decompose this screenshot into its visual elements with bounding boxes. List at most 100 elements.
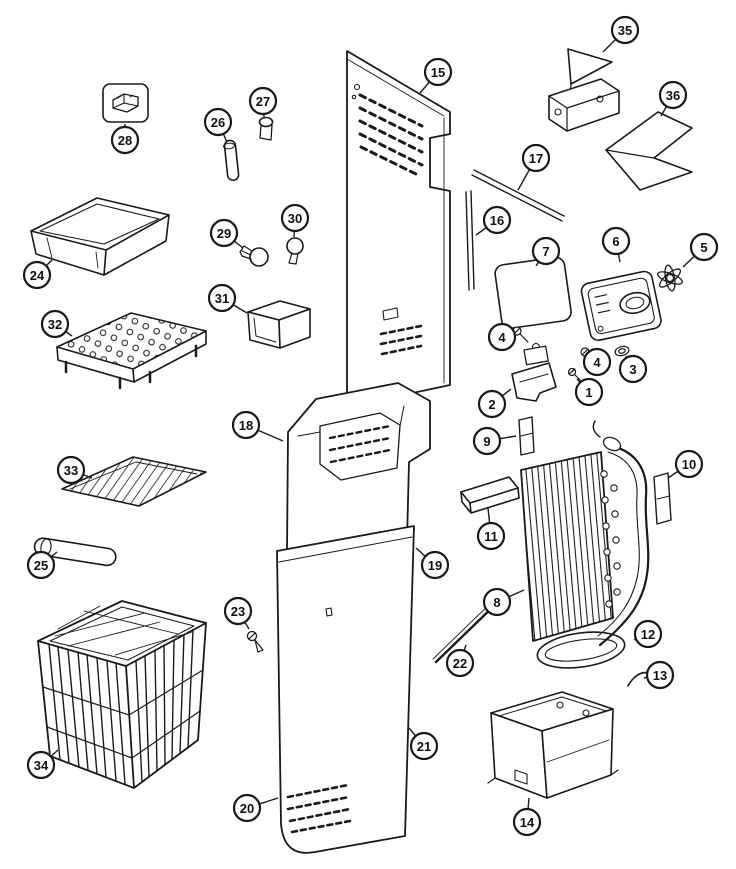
part-1-screw <box>567 367 584 384</box>
part-10-clip <box>653 472 672 525</box>
callout-label-6: 6 <box>612 234 619 249</box>
part-30-light-bulb <box>286 237 304 265</box>
callout-circle-14 <box>512 807 542 837</box>
callout-label-34: 34 <box>34 758 49 773</box>
part-20-21-lower-panel <box>276 525 415 854</box>
callout-label-29: 29 <box>217 226 231 241</box>
callout-label-5: 5 <box>700 240 707 255</box>
callout-circle-5 <box>689 232 719 262</box>
callout-label-33: 33 <box>64 463 78 478</box>
part-2-solenoid-bracket <box>511 342 557 402</box>
callout-circle-18 <box>231 410 261 440</box>
callout-label-3: 3 <box>629 362 636 377</box>
part-9-clip <box>518 416 535 456</box>
part-8-evaporator-coil <box>520 451 626 669</box>
part-25-roller-tube <box>33 537 117 567</box>
callout-label-28: 28 <box>118 133 132 148</box>
part-28-icemaker-cup-icon <box>102 83 149 123</box>
part-27-clip <box>258 116 274 141</box>
callout-label-7: 7 <box>542 244 549 259</box>
part-6-control-housing <box>580 270 662 342</box>
callout-label-32: 32 <box>48 317 62 332</box>
part-12-wiring-harness <box>592 420 650 647</box>
callout-circle-9 <box>472 426 502 456</box>
callout-label-15: 15 <box>431 65 445 80</box>
callout-circle-10 <box>674 449 704 479</box>
callout-circle-13 <box>645 660 675 690</box>
callout-circle-7 <box>531 236 561 266</box>
callout-circle-2 <box>477 389 507 419</box>
callout-circle-8 <box>482 587 512 617</box>
callout-circle-36 <box>658 80 688 110</box>
callout-label-26: 26 <box>211 115 225 130</box>
callout-circle-31 <box>207 283 237 313</box>
part-3-grommet <box>614 345 630 357</box>
callout-label-8: 8 <box>493 595 500 610</box>
callout-circle-6 <box>601 226 631 256</box>
callout-circle-34 <box>26 750 56 780</box>
callout-label-23: 23 <box>231 604 245 619</box>
callout-circle-16 <box>482 205 512 235</box>
part-26-fuse-cylinder <box>223 139 240 182</box>
callout-label-12: 12 <box>641 627 655 642</box>
callout-circle-35 <box>610 15 640 45</box>
callout-circle-21 <box>409 731 439 761</box>
callout-label-31: 31 <box>215 291 229 306</box>
callout-label-20: 20 <box>240 801 254 816</box>
part-11-duct-block <box>460 476 520 514</box>
part-31-light-lens-housing <box>247 300 311 349</box>
callout-circle-33 <box>56 455 86 485</box>
callout-circle-3 <box>618 354 648 384</box>
callout-label-19: 19 <box>428 558 442 573</box>
callout-circle-11 <box>476 521 506 551</box>
callout-circle-26 <box>203 107 233 137</box>
part-33-shelf-panel <box>61 456 207 507</box>
part-34-wire-basket <box>37 600 207 789</box>
part-16-trim-strip <box>465 190 475 291</box>
callout-label-11: 11 <box>484 529 498 544</box>
callout-label-16: 16 <box>490 213 504 228</box>
callout-circle-12 <box>633 619 663 649</box>
callout-label-10: 10 <box>682 457 696 472</box>
callout-circle-1 <box>574 377 604 407</box>
callout-circle-15 <box>423 57 453 87</box>
part-36-foam-seal <box>605 111 693 191</box>
part-24-snack-pan <box>30 197 170 276</box>
callout-label-4: 4 <box>498 330 506 345</box>
part-23-screw <box>246 630 264 653</box>
callout-label-18: 18 <box>239 418 253 433</box>
callout-circle-22 <box>445 648 475 678</box>
callout-circle-27 <box>248 86 278 116</box>
callout-label-1: 1 <box>585 385 592 400</box>
callout-label-14: 14 <box>520 815 535 830</box>
callout-label-25: 25 <box>34 558 48 573</box>
callout-label-2: 2 <box>488 397 495 412</box>
part-5-fan-blade <box>657 264 683 292</box>
callout-label-17: 17 <box>529 151 543 166</box>
callout-circle-24 <box>22 260 52 290</box>
callout-label-36: 36 <box>666 88 680 103</box>
callout-circle-19 <box>420 550 450 580</box>
callout-label-22: 22 <box>453 656 467 671</box>
part-14-defrost-pan <box>487 691 619 799</box>
callout-label-27: 27 <box>256 94 270 109</box>
callout-circle-4 <box>487 322 517 352</box>
part-15-rear-panel <box>346 50 451 408</box>
callout-circle-20 <box>232 793 262 823</box>
callout-circle-17 <box>521 143 551 173</box>
callout-circle-4 <box>582 347 612 377</box>
callout-circle-32 <box>40 309 70 339</box>
part-35-bracket <box>548 48 620 132</box>
callout-label-21: 21 <box>417 739 431 754</box>
callout-circle-29 <box>209 218 239 248</box>
part-29-light-bulb <box>239 245 269 267</box>
callout-circle-30 <box>280 203 310 233</box>
part-7-cover-panel <box>494 256 572 330</box>
callout-label-30: 30 <box>288 211 302 226</box>
callout-label-13: 13 <box>653 668 667 683</box>
callout-circle-28 <box>110 125 140 155</box>
callout-label-4: 4 <box>593 355 601 370</box>
callout-label-35: 35 <box>618 23 632 38</box>
